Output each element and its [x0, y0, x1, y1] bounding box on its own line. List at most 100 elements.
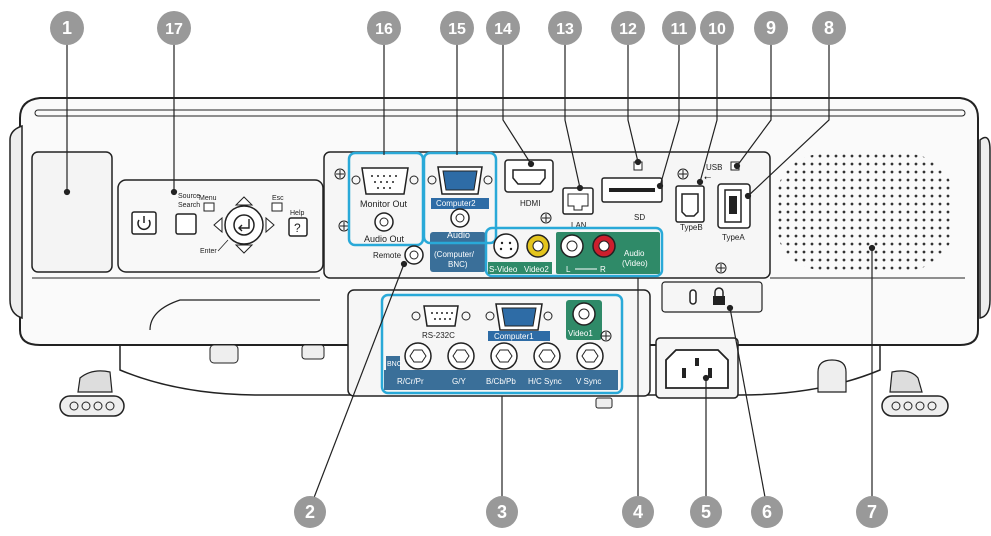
callout-4: 4	[622, 496, 654, 528]
usb-typeb-port[interactable]	[681, 193, 699, 217]
enter-button[interactable]	[233, 214, 255, 236]
monitor-out-label: Monitor Out	[360, 199, 408, 209]
callout-16: 16	[367, 11, 401, 45]
usb-typea-group: TypeA	[717, 183, 751, 242]
svg-text:16: 16	[375, 21, 393, 38]
security-group	[661, 281, 763, 313]
sd-card-slot[interactable]	[609, 188, 655, 192]
source-search-label: Source	[178, 193, 200, 200]
svg-text:6: 6	[762, 502, 772, 522]
svg-text:13: 13	[556, 21, 574, 38]
bnc-g-port[interactable]	[447, 342, 475, 370]
power-icon	[137, 216, 151, 230]
hdmi-group: HDMI	[504, 159, 554, 208]
svg-text:4: 4	[633, 502, 643, 522]
lower-connector-panel: RS-232C Computer1 Video1 BNC R/Cr/Pr	[347, 289, 651, 397]
video2-label: Video2	[524, 265, 549, 274]
callout-14: 14	[486, 11, 520, 45]
callout-10: 10	[700, 11, 734, 45]
power-inlet[interactable]	[665, 349, 729, 389]
callout-17: 17	[157, 11, 191, 45]
s-video-label: S-Video	[489, 265, 518, 274]
audio-l-label: L	[566, 265, 571, 274]
power-inlet-group	[655, 337, 739, 399]
bnc-g-label: G/Y	[452, 377, 466, 386]
sd-group: SD	[601, 161, 663, 222]
esc-label: Esc	[272, 195, 284, 202]
audio-video-label-2: (Video)	[622, 259, 648, 268]
svg-text:5: 5	[701, 502, 711, 522]
rs232c-label: RS-232C	[422, 331, 455, 340]
bnc-b-port[interactable]	[490, 342, 518, 370]
audio-label: Audio	[447, 230, 470, 240]
svg-text:11: 11	[671, 21, 688, 38]
usb-label: USB	[706, 163, 722, 172]
video-group: S-Video Video2 L R Audio (Video)	[484, 226, 664, 278]
svg-text:9: 9	[766, 18, 776, 38]
lock-icon	[713, 287, 725, 305]
source-search-button[interactable]	[175, 213, 197, 235]
bnc-v-label: V Sync	[576, 377, 601, 386]
bnc-label: BNC	[387, 361, 402, 368]
callout-13: 13	[548, 11, 582, 45]
typeb-label: TypeB	[680, 223, 703, 232]
menu-button[interactable]	[203, 202, 215, 212]
audio-r-label: R	[600, 265, 606, 274]
video1-label: Video1	[568, 329, 593, 338]
svg-text:1: 1	[62, 18, 72, 38]
bnc-b-label: B/Cb/Pb	[486, 377, 516, 386]
audio-in-port[interactable]	[450, 208, 470, 228]
callout-12: 12	[611, 11, 645, 45]
computer2-group: Computer2 Audio (Computer/ BNC)	[422, 151, 498, 272]
bnc-ports	[404, 342, 604, 370]
svg-text:7: 7	[867, 502, 877, 522]
enter-icon	[238, 219, 250, 232]
callout-3: 3	[486, 496, 518, 528]
computer-bnc-label-2: BNC)	[448, 260, 468, 269]
svg-text:10: 10	[708, 21, 726, 38]
rs232c-port[interactable]	[423, 305, 459, 327]
callouts: 1 17 16 15 14 13 12 11 10 9 8 2 3 4 5 6 …	[50, 11, 888, 528]
callout-5: 5	[690, 496, 722, 528]
help-icon: ?	[294, 221, 301, 235]
computer1-port[interactable]	[501, 307, 537, 327]
hdmi-port[interactable]	[512, 169, 546, 185]
bnc-v-sync-port[interactable]	[576, 342, 604, 370]
s-video-port[interactable]	[493, 233, 519, 259]
remote-label: Remote	[373, 251, 402, 260]
bnc-r-port[interactable]	[404, 342, 432, 370]
callout-6: 6	[751, 496, 783, 528]
speaker-grille	[776, 154, 954, 270]
security-slot[interactable]	[689, 289, 697, 305]
esc-button[interactable]	[271, 202, 283, 212]
lan-label: LAN	[571, 221, 587, 230]
bnc-h-sync-port[interactable]	[533, 342, 561, 370]
enter-label: Enter	[200, 248, 217, 255]
leader-lines	[63, 44, 876, 509]
hdmi-label: HDMI	[520, 199, 540, 208]
help-label: Help	[290, 210, 305, 217]
help-button[interactable]	[288, 217, 308, 237]
direction-pad[interactable]	[213, 196, 275, 254]
menu-label: Menu	[199, 195, 217, 202]
svg-text:8: 8	[824, 18, 834, 38]
monitor-out-port[interactable]	[361, 167, 409, 195]
right-foot	[881, 370, 949, 417]
remote-group: Remote	[373, 245, 424, 265]
svg-text:17: 17	[165, 21, 183, 38]
audio-out-port[interactable]	[374, 212, 394, 232]
svg-text:14: 14	[494, 21, 512, 38]
air-filter-cover	[31, 151, 113, 273]
callout-8: 8	[812, 11, 846, 45]
svg-text:15: 15	[448, 21, 466, 38]
computer1-label: Computer1	[494, 332, 534, 341]
callout-15: 15	[440, 11, 474, 45]
remote-port[interactable]	[404, 245, 424, 265]
callout-11: 11	[662, 11, 696, 45]
callout-7: 7	[856, 496, 888, 528]
svg-text:3: 3	[497, 502, 507, 522]
computer2-port[interactable]	[442, 170, 478, 191]
computer2-label: Computer2	[436, 199, 476, 208]
sd-label: SD	[634, 213, 645, 222]
